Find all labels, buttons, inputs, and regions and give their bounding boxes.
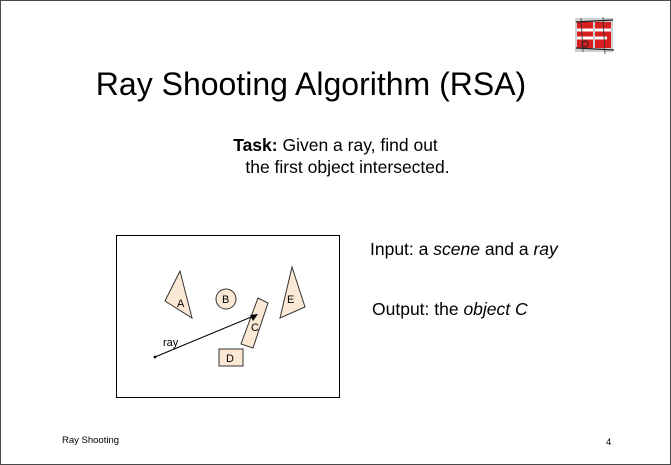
label-ray: ray [163, 337, 179, 349]
eg-logo [573, 14, 617, 56]
task-line-2: the first object intersected. [245, 157, 450, 177]
task-label: Task: [233, 135, 278, 155]
slide-title: Ray Shooting Algorithm (RSA) [95, 66, 527, 102]
footer-title: Ray Shooting [62, 435, 120, 446]
output-text: Output: the object C [372, 299, 528, 319]
ray-line [154, 314, 257, 358]
rectangle-c [240, 297, 269, 349]
scene-figure: A B C E D ray [116, 235, 340, 398]
task-line-1: Given a ray, find out [277, 135, 438, 155]
label-b: B [222, 294, 229, 306]
triangle-a [164, 269, 193, 320]
ray-arrowhead [250, 314, 258, 321]
label-a: A [177, 298, 185, 310]
circle-b [215, 288, 237, 310]
label-e: E [287, 294, 294, 306]
task-statement: Task: Given a ray, find out the first ob… [0, 134, 671, 178]
label-d: D [226, 353, 234, 365]
ray-origin [153, 355, 157, 359]
input-text: Input: a scene and a ray [370, 239, 558, 259]
triangle-e [279, 265, 306, 319]
page-number: 4 [606, 437, 612, 448]
square-d [218, 348, 244, 367]
label-c: C [251, 322, 259, 334]
